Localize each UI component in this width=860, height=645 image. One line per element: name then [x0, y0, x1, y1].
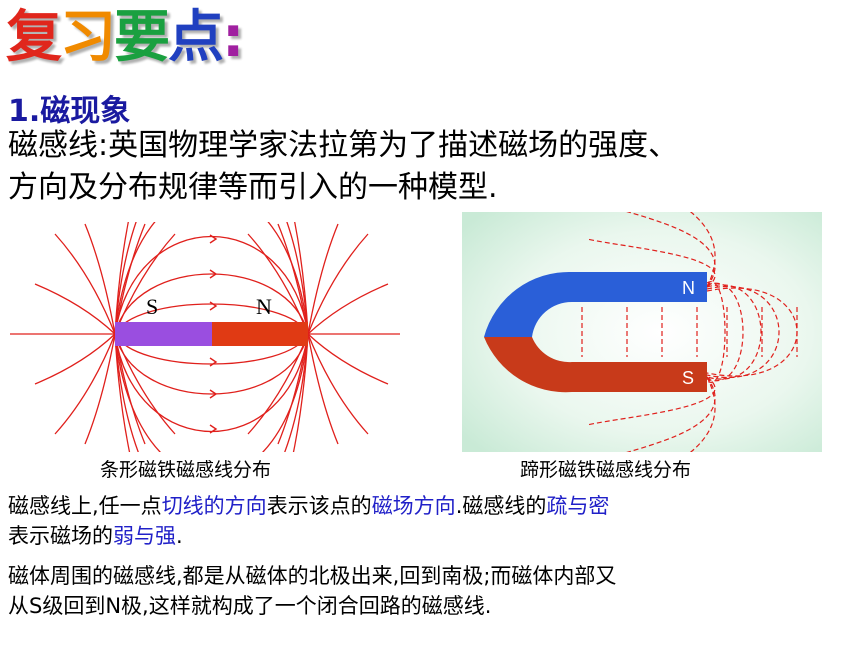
field-arrow	[209, 389, 218, 399]
bar-label-s: S	[146, 294, 158, 319]
text-span: 磁感线上,任一点	[8, 494, 162, 518]
highlight-tangent-direction: 切线的方向	[161, 494, 267, 518]
paragraph-1-line-2: 表示磁场的弱与强.	[8, 522, 183, 551]
field-arrow	[209, 301, 218, 311]
horseshoe-lower-arm	[484, 337, 707, 393]
text-span: .	[176, 524, 183, 548]
field-arrow	[209, 357, 218, 367]
bar-magnet-north	[212, 322, 308, 346]
intro-line-2: 方向及分布规律等而引入的一种模型.	[8, 170, 498, 205]
title-char: 要	[114, 5, 170, 70]
bar-label-n: N	[256, 294, 272, 319]
bar-magnet-caption: 条形磁铁磁感线分布	[100, 459, 272, 481]
field-arrow	[209, 424, 218, 434]
horseshoe-magnet-diagram: N S	[462, 212, 822, 452]
section-heading: 1.磁现象	[8, 94, 131, 129]
title-char: 复	[6, 5, 62, 70]
bar-magnet-south	[115, 322, 212, 346]
horseshoe-label-n: N	[682, 278, 695, 298]
slide-title: 复习要点:	[6, 2, 306, 74]
field-arrow	[209, 234, 218, 244]
highlight-density: 疏与密	[546, 494, 610, 518]
title-char: :	[222, 5, 244, 70]
field-arrow	[209, 269, 218, 279]
horseshoe-upper-arm	[484, 271, 707, 337]
bar-magnet-diagram: S N	[10, 222, 400, 452]
text-span: .磁感线的	[455, 494, 547, 518]
title-char: 点	[168, 5, 224, 70]
text-span: 表示该点的	[266, 494, 372, 518]
highlight-strength: 弱与强	[113, 524, 176, 548]
horseshoe-label-s: S	[682, 368, 694, 388]
text-span: 表示磁场的	[8, 524, 113, 548]
title-char: 习	[60, 5, 116, 70]
paragraph-2-line-2: 从S级回到N极,这样就构成了一个闭合回路的磁感线.	[8, 594, 492, 618]
paragraph-1-line-1: 磁感线上,任一点切线的方向表示该点的磁场方向.磁感线的疏与密	[8, 492, 609, 521]
intro-line-1: 磁感线:英国物理学家法拉第为了描述磁场的强度、	[8, 128, 679, 163]
highlight-field-direction: 磁场方向	[371, 494, 456, 518]
horseshoe-magnet-caption: 蹄形磁铁磁感线分布	[520, 459, 692, 481]
paragraph-2-line-1: 磁体周围的磁感线,都是从磁体的北极出来,回到南极;而磁体内部又	[8, 564, 617, 588]
